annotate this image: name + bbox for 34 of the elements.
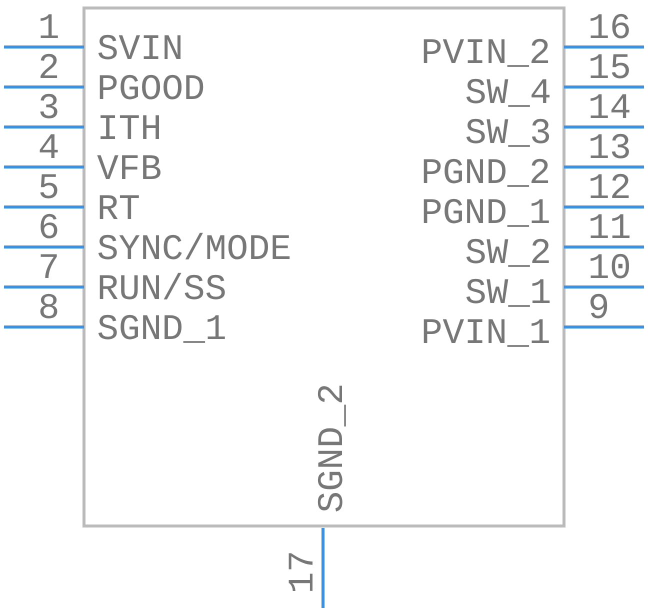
pin-number: 15 — [588, 51, 632, 87]
pin-number: 10 — [588, 251, 632, 287]
pin-name: PGND_1 — [421, 196, 551, 232]
pin-number: 14 — [588, 91, 632, 127]
pin-number: 17 — [285, 550, 322, 594]
pin-name: PGOOD — [97, 72, 206, 108]
pin-number: 11 — [588, 211, 632, 247]
pin-name: PVIN_1 — [421, 316, 551, 352]
pin-number: 13 — [588, 131, 632, 167]
pin-name: SVIN — [97, 32, 184, 68]
pin-number: 12 — [588, 171, 632, 207]
pin-name: RUN/SS — [97, 272, 227, 308]
pin-name: SW_4 — [465, 76, 552, 112]
pin-number: 9 — [588, 291, 610, 327]
pin-name: SGND_2 — [314, 383, 351, 513]
pin-number: 7 — [38, 251, 60, 287]
pin-name: SGND_1 — [97, 312, 227, 348]
pin-name: SW_3 — [465, 116, 552, 152]
pin-name: VFB — [97, 152, 162, 188]
pin-name: SW_2 — [465, 236, 552, 272]
pin-number: 2 — [38, 51, 60, 87]
pin-name: ITH — [97, 112, 162, 148]
pin-number: 6 — [38, 211, 60, 247]
pin-number: 1 — [38, 11, 60, 47]
pin-name: RT — [97, 192, 140, 228]
pin-number: 5 — [38, 171, 60, 207]
pin-number: 8 — [38, 291, 60, 327]
pin-name: PGND_2 — [421, 156, 551, 192]
pin-name: SW_1 — [465, 276, 552, 312]
pin-number: 3 — [38, 91, 60, 127]
pin-name: PVIN_2 — [421, 36, 551, 72]
pin-name: SYNC/MODE — [97, 232, 292, 268]
pin-number: 16 — [588, 11, 632, 47]
pin-number: 4 — [38, 131, 60, 167]
